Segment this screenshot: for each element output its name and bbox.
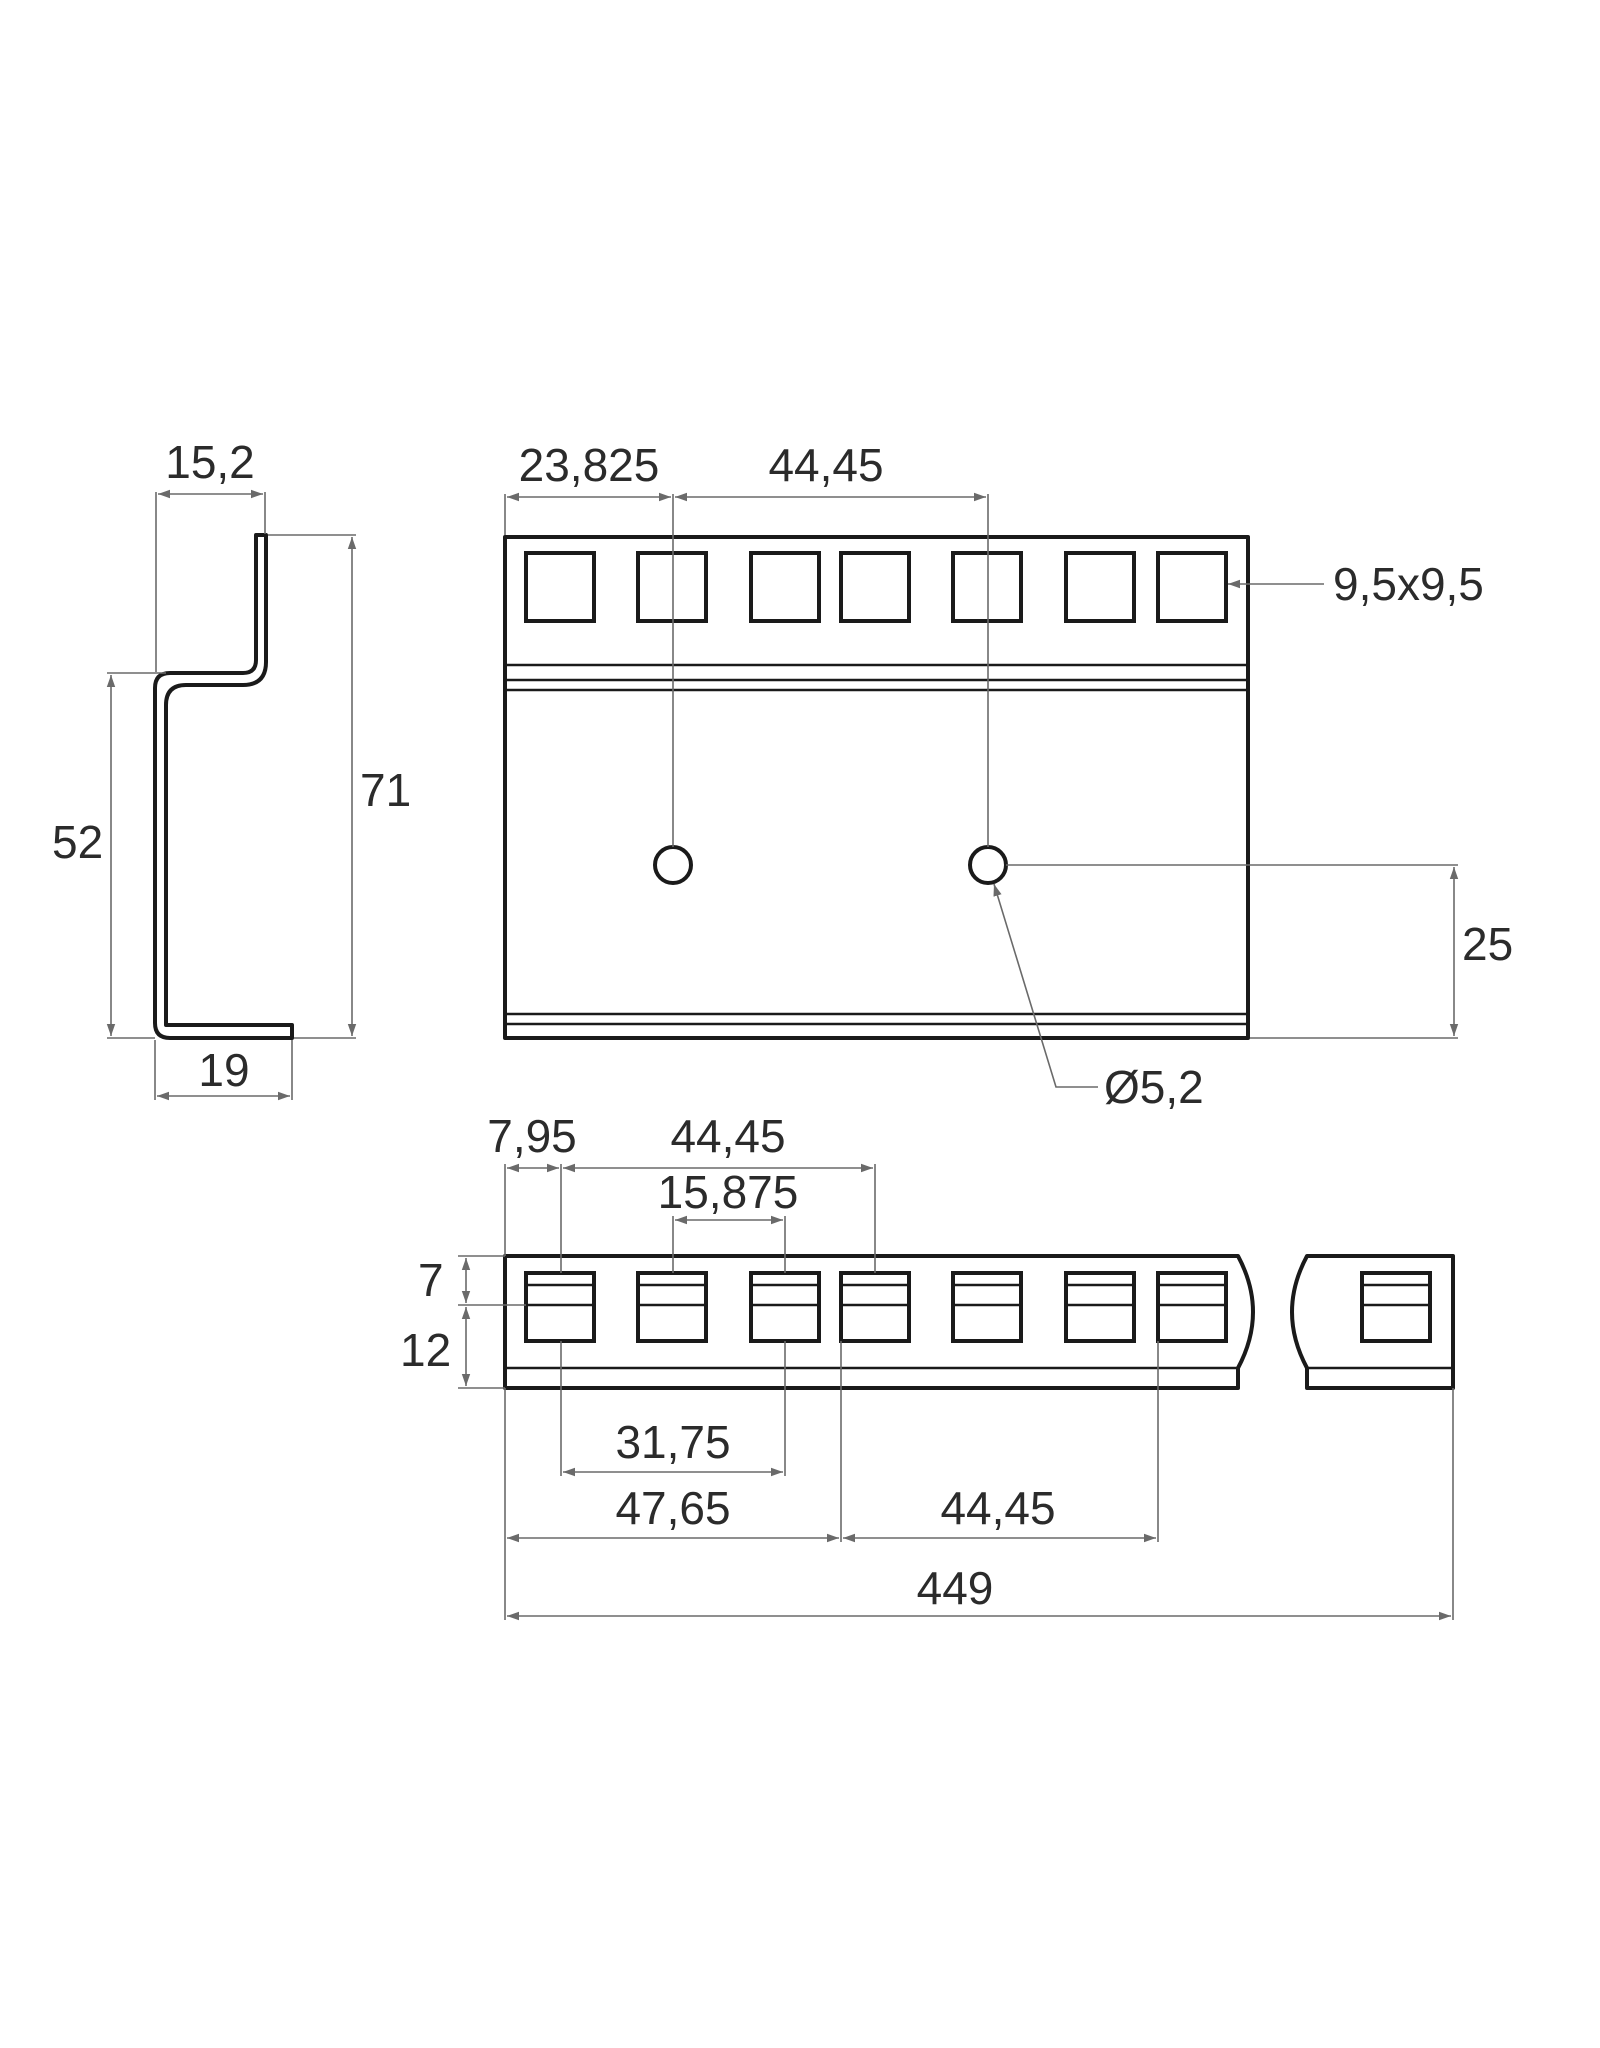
dim-label-total-height: 71 xyxy=(360,764,411,816)
dim-slot-height: 7 xyxy=(418,1254,471,1306)
slot xyxy=(951,1271,1023,1343)
dim-label-edge-offset: 7,95 xyxy=(487,1110,577,1162)
dim-label-inner-spacing: 15,875 xyxy=(658,1166,799,1218)
slot xyxy=(636,1271,708,1343)
dim-label-first-hole-offset: 23,825 xyxy=(519,439,660,491)
dim-label-bottom-width: 19 xyxy=(198,1044,249,1096)
dim-label-top-width: 15,2 xyxy=(165,436,255,488)
round-hole xyxy=(968,845,1008,885)
dim-label-hole-pitch: 44,45 xyxy=(768,439,883,491)
slot xyxy=(1360,1271,1432,1343)
slot xyxy=(1064,1271,1136,1343)
dim-round-hole-height: 25 xyxy=(1006,864,1513,1039)
dim-label-overall-length: 449 xyxy=(917,1562,994,1614)
dim-edge-offset: 7,95 xyxy=(487,1110,577,1173)
dim-slot-total: 12 xyxy=(400,1307,471,1386)
bottom-view: 7,95 44,45 15,875 7 12 xyxy=(400,1110,1455,1621)
dim-total-height: 71 xyxy=(268,534,411,1039)
square-hole xyxy=(749,551,821,623)
dim-label-round-hole-height: 25 xyxy=(1462,918,1513,970)
dim-inner-spacing: 15,875 xyxy=(658,1166,799,1225)
dim-label-round-hole-diameter: Ø5,2 xyxy=(1104,1061,1204,1113)
square-hole xyxy=(524,551,596,623)
dim-span-b: 47,65 xyxy=(507,1482,839,1543)
dim-bottom-width: 19 xyxy=(154,1040,293,1101)
dim-label-span-b: 47,65 xyxy=(615,1482,730,1534)
dim-round-hole-diameter: Ø5,2 xyxy=(993,883,1204,1113)
dim-inner-height: 52 xyxy=(52,672,166,1039)
side-view: 15,2 71 52 19 xyxy=(52,436,411,1101)
square-hole xyxy=(1064,551,1136,623)
dim-overall-length: 449 xyxy=(507,1562,1451,1621)
front-plate-outline xyxy=(503,535,1250,1040)
dim-pitch-bottom: 44,45 xyxy=(843,1482,1156,1543)
dim-label-pitch-bottom: 44,45 xyxy=(940,1482,1055,1534)
dim-hole-pitch: 44,45 xyxy=(675,439,986,502)
dim-label-pitch-top: 44,45 xyxy=(670,1110,785,1162)
dim-label-slot-height: 7 xyxy=(418,1254,444,1306)
dim-label-inner-height: 52 xyxy=(52,816,103,868)
square-hole xyxy=(951,551,1023,623)
slot xyxy=(524,1271,596,1343)
square-hole xyxy=(636,551,708,623)
square-hole-row xyxy=(524,551,1228,623)
round-hole xyxy=(653,845,693,885)
dim-label-slot-total: 12 xyxy=(400,1324,451,1376)
dim-pitch-top: 44,45 xyxy=(563,1110,873,1173)
square-hole xyxy=(839,551,911,623)
slot xyxy=(839,1271,911,1343)
slot xyxy=(1156,1271,1228,1343)
slot xyxy=(749,1271,821,1343)
square-hole xyxy=(1156,551,1228,623)
dim-first-hole-offset: 23,825 xyxy=(507,439,671,502)
dim-label-span-a: 31,75 xyxy=(615,1416,730,1468)
dim-span-a: 31,75 xyxy=(563,1416,783,1477)
dim-square-hole-size: 9,5x9,5 xyxy=(1228,558,1484,610)
side-profile-outline xyxy=(153,533,294,1040)
dim-label-square-hole-size: 9,5x9,5 xyxy=(1333,558,1484,610)
strip-right-outline xyxy=(1290,1254,1455,1390)
front-view: 23,825 44,45 9,5x9,5 25 Ø5,2 xyxy=(503,439,1513,1113)
dim-top-width: 15,2 xyxy=(155,436,266,672)
